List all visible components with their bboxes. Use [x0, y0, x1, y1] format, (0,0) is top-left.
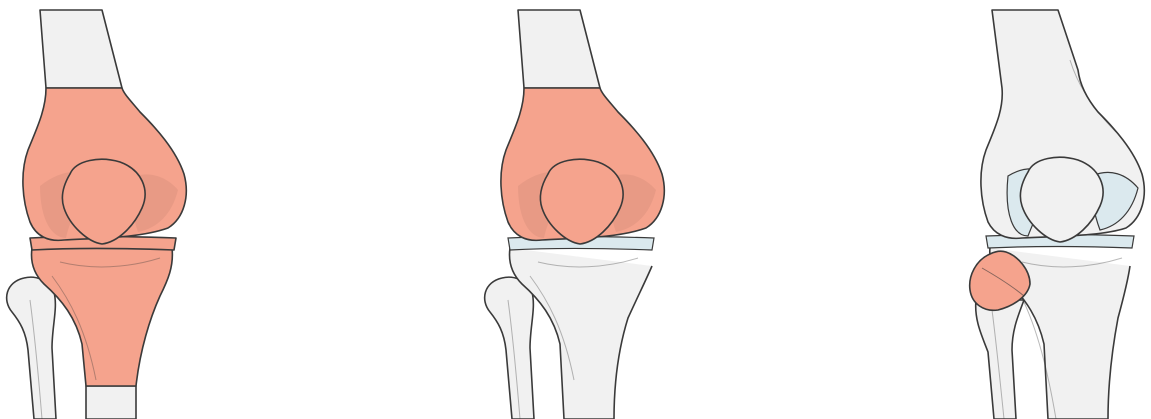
- knee-panel-3: [970, 10, 1145, 419]
- fibula: [976, 300, 1024, 419]
- fibula: [485, 277, 534, 419]
- femur-shaft: [518, 10, 600, 88]
- knee-panel-1: [7, 10, 187, 419]
- knee-panel-2: [485, 10, 665, 419]
- fibula: [7, 277, 56, 419]
- femur-shaft: [40, 10, 122, 88]
- tibia-shaft-lower: [86, 386, 136, 419]
